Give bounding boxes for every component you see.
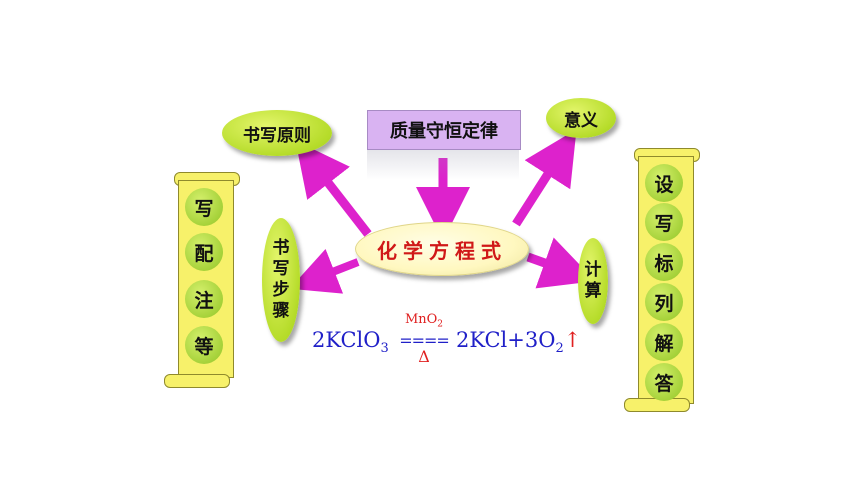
products: 2KCl+3O2↑ — [456, 328, 582, 357]
left-scroll-item: 写 — [185, 188, 223, 226]
chemical-equation-label: 化学方程式 — [377, 238, 507, 263]
left-scroll-bottom-roll — [164, 374, 230, 388]
left-scroll-item: 注 — [185, 280, 223, 318]
arrow-to-writing-principle — [295, 140, 372, 237]
writing-steps-char: 步 — [272, 280, 290, 300]
calculation-char: 计 — [584, 259, 602, 280]
gas-arrow-icon: ↑ — [563, 328, 582, 352]
writing-steps-char: 写 — [272, 258, 290, 279]
calculation-node: 计 算 — [578, 238, 608, 324]
writing-steps-char: 骤 — [272, 301, 290, 322]
catalyst-label: MnO2 — [404, 312, 444, 330]
reactant: 2KClO3 — [312, 328, 389, 357]
meaning-label: 意义 — [564, 110, 598, 131]
chemical-equation-node: 化学方程式 — [355, 222, 529, 276]
right-scroll-item: 标 — [645, 243, 683, 281]
left-scroll-item: 等 — [185, 326, 223, 364]
conservation-box-reflection — [367, 150, 519, 180]
arrow-to-calculation — [526, 237, 596, 289]
calculation-char: 算 — [584, 281, 602, 301]
writing-steps-node: 书 写 步 骤 — [262, 218, 300, 342]
arrow-to-writing-steps — [289, 248, 360, 294]
right-scroll-item: 设 — [645, 164, 683, 202]
right-scroll-bottom-roll — [624, 398, 690, 412]
arrow-to-meaning — [512, 129, 577, 227]
reaction-condition: MnO2 ==== Δ — [396, 312, 452, 365]
equals-sign: ==== — [399, 330, 450, 350]
right-scroll-item: 列 — [645, 283, 683, 321]
meaning-node: 意义 — [546, 98, 616, 138]
conservation-of-mass-label: 质量守恒定律 — [390, 121, 498, 142]
writing-steps-char: 书 — [272, 237, 290, 258]
heat-symbol: Δ — [418, 346, 430, 366]
left-scroll-item: 配 — [185, 233, 223, 271]
writing-principle-node: 书写原则 — [222, 110, 332, 156]
right-scroll-item: 答 — [645, 363, 683, 401]
conservation-of-mass-box: 质量守恒定律 — [367, 110, 521, 150]
right-scroll-item: 解 — [645, 323, 683, 361]
writing-principle-label: 书写原则 — [243, 125, 311, 146]
right-scroll-item: 写 — [645, 203, 683, 241]
